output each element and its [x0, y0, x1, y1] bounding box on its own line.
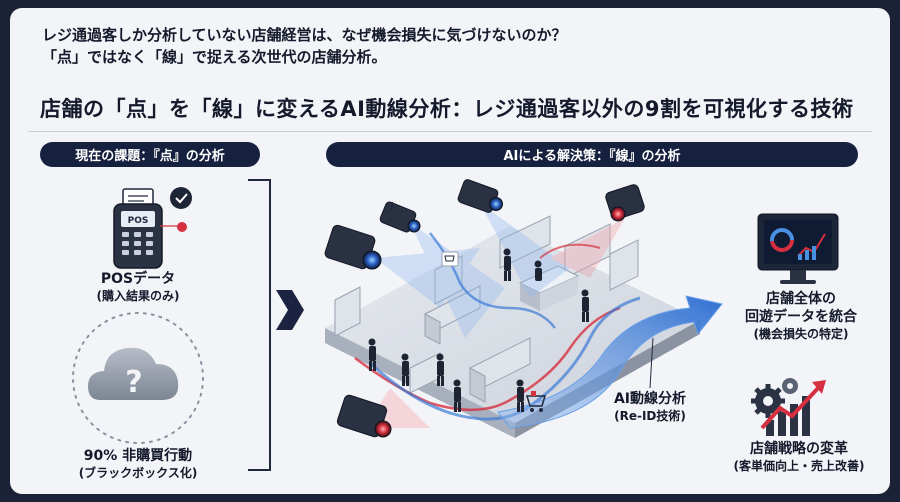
- pos-data-label: POSデータ (購入結果のみ): [70, 270, 206, 305]
- camera-icon: [605, 184, 645, 222]
- flow-label-pointer: [649, 337, 654, 389]
- camera-icon: [336, 394, 392, 438]
- shelf-units: [334, 215, 639, 403]
- integration-line-2: 回遊データを統合: [745, 309, 857, 325]
- shopper-figures: [368, 248, 589, 412]
- intro-line-1: レジ通過客しか分析していない店舗経営は、なぜ機会損失に気づけないのか？: [42, 26, 567, 44]
- camera-icon: [457, 179, 503, 213]
- diagram-graphics: POS ?: [72, 179, 839, 471]
- checkout-counter: [518, 265, 580, 311]
- intro-line-2: 「点」ではなく「線」で捉える次世代の店舗分析。: [42, 48, 387, 66]
- cart-sign-icon: [441, 251, 459, 267]
- gears-growth-icon: [751, 378, 826, 436]
- divider: [28, 131, 872, 132]
- dashboard-monitor-icon: [757, 213, 839, 284]
- strategy-label: 店舗戦略の変革 (客単価向上・売上改善): [716, 440, 882, 475]
- left-panel-title: 現在の課題：『点』の分析: [40, 142, 260, 167]
- non-purchase-title: 90% 非購買行動: [83, 448, 193, 464]
- pos-data-title: POSデータ: [100, 271, 176, 287]
- cloud-question-icon: ?: [88, 347, 179, 400]
- ai-flow-title: AI動線分析: [613, 391, 687, 407]
- red-dot-icon: [177, 222, 187, 232]
- strategy-sub: (客単価向上・売上改善): [733, 459, 865, 473]
- non-purchase-sub: (ブラックボックス化): [78, 466, 198, 480]
- ai-flow-arrow-icon: [497, 295, 723, 429]
- pos-data-sub: (購入結果のみ): [96, 289, 180, 303]
- transition-arrow-icon: [276, 290, 304, 330]
- headline: 店舗の「点」を「線」に変えるAI動線分析：レジ通過客以外の9割を可視化する技術: [40, 97, 854, 121]
- non-purchase-label: 90% 非購買行動 (ブラックボックス化): [55, 447, 221, 482]
- infographic-card: レジ通過客しか分析していない店舗経営は、なぜ機会損失に気づけないのか？ 「点」で…: [10, 8, 890, 494]
- integration-sub: (機会損失の特定): [753, 327, 849, 341]
- dotted-circle: [72, 312, 204, 444]
- ai-flow-sub: (Re-ID技術): [614, 409, 686, 423]
- integration-line-1: 店舗全体の: [766, 291, 836, 307]
- intro-text: レジ通過客しか分析していない店舗経営は、なぜ機会損失に気づけないのか？ 「点」で…: [42, 24, 567, 68]
- pos-screen-text: POS: [128, 216, 149, 226]
- pos-terminal-icon: POS: [113, 188, 180, 269]
- ai-flow-label: AI動線分析 (Re-ID技術): [604, 390, 696, 425]
- right-panel-title: AIによる解決策：『線』の分析: [326, 142, 858, 167]
- check-badge-icon: [170, 187, 192, 209]
- integration-label: 店舗全体の 回遊データを統合 (機会損失の特定): [732, 290, 870, 343]
- camera-icon: [324, 224, 382, 270]
- shopping-cart-icon: [525, 391, 547, 412]
- camera-icon: [379, 201, 421, 233]
- svg-text:?: ?: [125, 365, 142, 400]
- left-bracket: [248, 179, 271, 471]
- strategy-title: 店舗戦略の変革: [750, 441, 848, 457]
